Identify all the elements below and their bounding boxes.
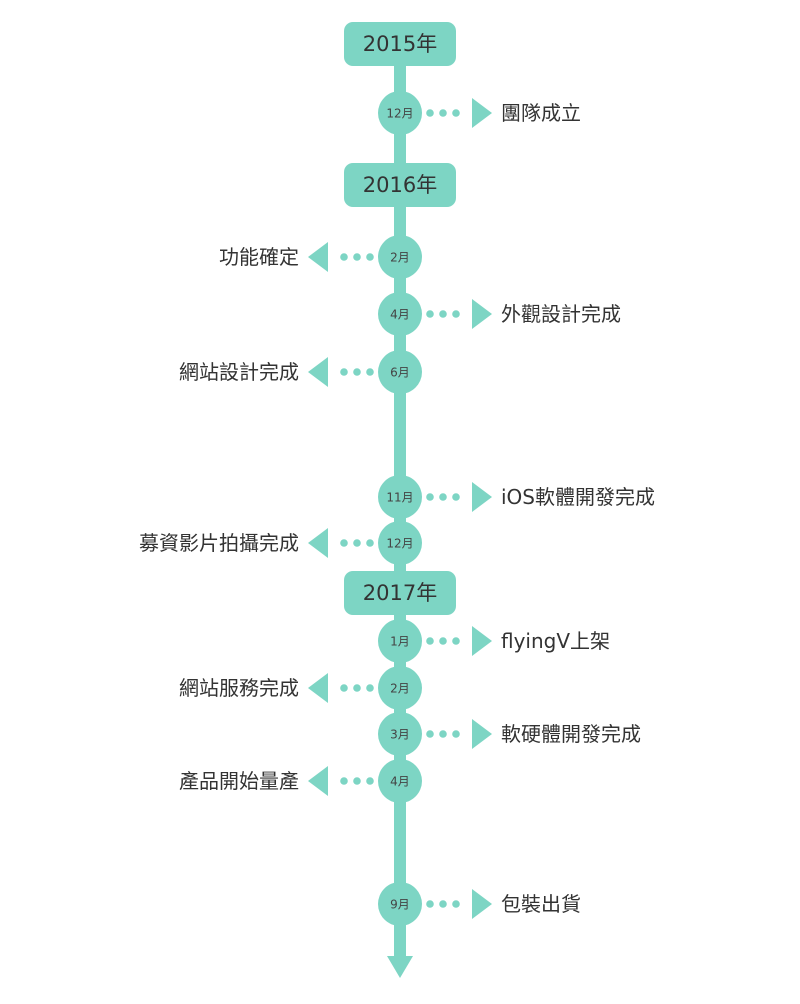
year-badge xyxy=(344,571,456,615)
timeline-end-arrow-icon xyxy=(387,956,413,978)
connector-dot xyxy=(439,109,447,117)
year-label: 2016年 xyxy=(363,173,437,197)
connector-dot xyxy=(366,253,374,261)
month-node xyxy=(378,521,422,565)
arrow-left-icon xyxy=(308,766,328,796)
month-label: 11月 xyxy=(386,491,413,505)
connector-dot xyxy=(452,109,460,117)
year-label: 2015年 xyxy=(363,32,437,56)
event-label: iOS軟體開發完成 xyxy=(501,485,655,509)
arrow-left-icon xyxy=(308,528,328,558)
arrow-right-icon xyxy=(472,889,492,919)
connector-dot xyxy=(439,900,447,908)
connector-dot xyxy=(366,777,374,785)
month-label: 4月 xyxy=(390,775,410,789)
connector-dot xyxy=(426,637,434,645)
connector-dot xyxy=(426,109,434,117)
event-label: 軟硬體開發完成 xyxy=(501,722,641,746)
connector-dot xyxy=(353,684,361,692)
month-label: 2月 xyxy=(390,251,410,265)
connector-dot xyxy=(340,777,348,785)
event-label: 募資影片拍攝完成 xyxy=(139,531,299,555)
arrow-right-icon xyxy=(472,98,492,128)
month-label: 9月 xyxy=(390,898,410,912)
month-label: 4月 xyxy=(390,308,410,322)
connector-dot xyxy=(366,539,374,547)
event-label: 團隊成立 xyxy=(501,101,581,125)
month-node xyxy=(378,666,422,710)
connector-dot xyxy=(353,777,361,785)
connector-dot xyxy=(426,730,434,738)
month-label: 6月 xyxy=(390,366,410,380)
event-label: flyingV上架 xyxy=(501,629,610,653)
month-label: 2月 xyxy=(390,682,410,696)
connector-dot xyxy=(340,539,348,547)
connector-dot xyxy=(426,493,434,501)
event-label: 外觀設計完成 xyxy=(501,302,621,326)
connector-dot xyxy=(452,637,460,645)
connector-dot xyxy=(452,900,460,908)
year-badge xyxy=(344,22,456,66)
connector-dot xyxy=(452,493,460,501)
connector-dot xyxy=(439,637,447,645)
month-node xyxy=(378,350,422,394)
connector-dot xyxy=(353,539,361,547)
connector-dot xyxy=(452,310,460,318)
month-node xyxy=(378,759,422,803)
connector-dot xyxy=(340,368,348,376)
event-label: 網站設計完成 xyxy=(179,360,299,384)
connector-dot xyxy=(340,684,348,692)
event-label: 包裝出貨 xyxy=(501,892,581,916)
arrow-right-icon xyxy=(472,626,492,656)
month-node xyxy=(378,292,422,336)
connector-dot xyxy=(353,253,361,261)
connector-dot xyxy=(439,493,447,501)
event-label: 網站服務完成 xyxy=(179,676,299,700)
month-label: 12月 xyxy=(386,107,413,121)
connector-dot xyxy=(426,310,434,318)
connector-dot xyxy=(452,730,460,738)
arrow-left-icon xyxy=(308,673,328,703)
month-node xyxy=(378,475,422,519)
connector-dot xyxy=(439,310,447,318)
connector-dot xyxy=(366,368,374,376)
arrow-left-icon xyxy=(308,357,328,387)
connector-dot xyxy=(353,368,361,376)
connector-dot xyxy=(439,730,447,738)
connector-dot xyxy=(340,253,348,261)
event-label: 產品開始量產 xyxy=(179,769,299,793)
arrow-right-icon xyxy=(472,482,492,512)
month-label: 12月 xyxy=(386,537,413,551)
month-node xyxy=(378,712,422,756)
connector-dot xyxy=(366,684,374,692)
year-badge xyxy=(344,163,456,207)
month-node xyxy=(378,235,422,279)
arrow-left-icon xyxy=(308,242,328,272)
month-node xyxy=(378,91,422,135)
month-label: 1月 xyxy=(390,635,410,649)
month-node xyxy=(378,882,422,926)
arrow-right-icon xyxy=(472,299,492,329)
year-label: 2017年 xyxy=(363,581,437,605)
month-label: 3月 xyxy=(390,728,410,742)
event-label: 功能確定 xyxy=(219,245,299,269)
arrow-right-icon xyxy=(472,719,492,749)
connector-dot xyxy=(426,900,434,908)
month-node xyxy=(378,619,422,663)
